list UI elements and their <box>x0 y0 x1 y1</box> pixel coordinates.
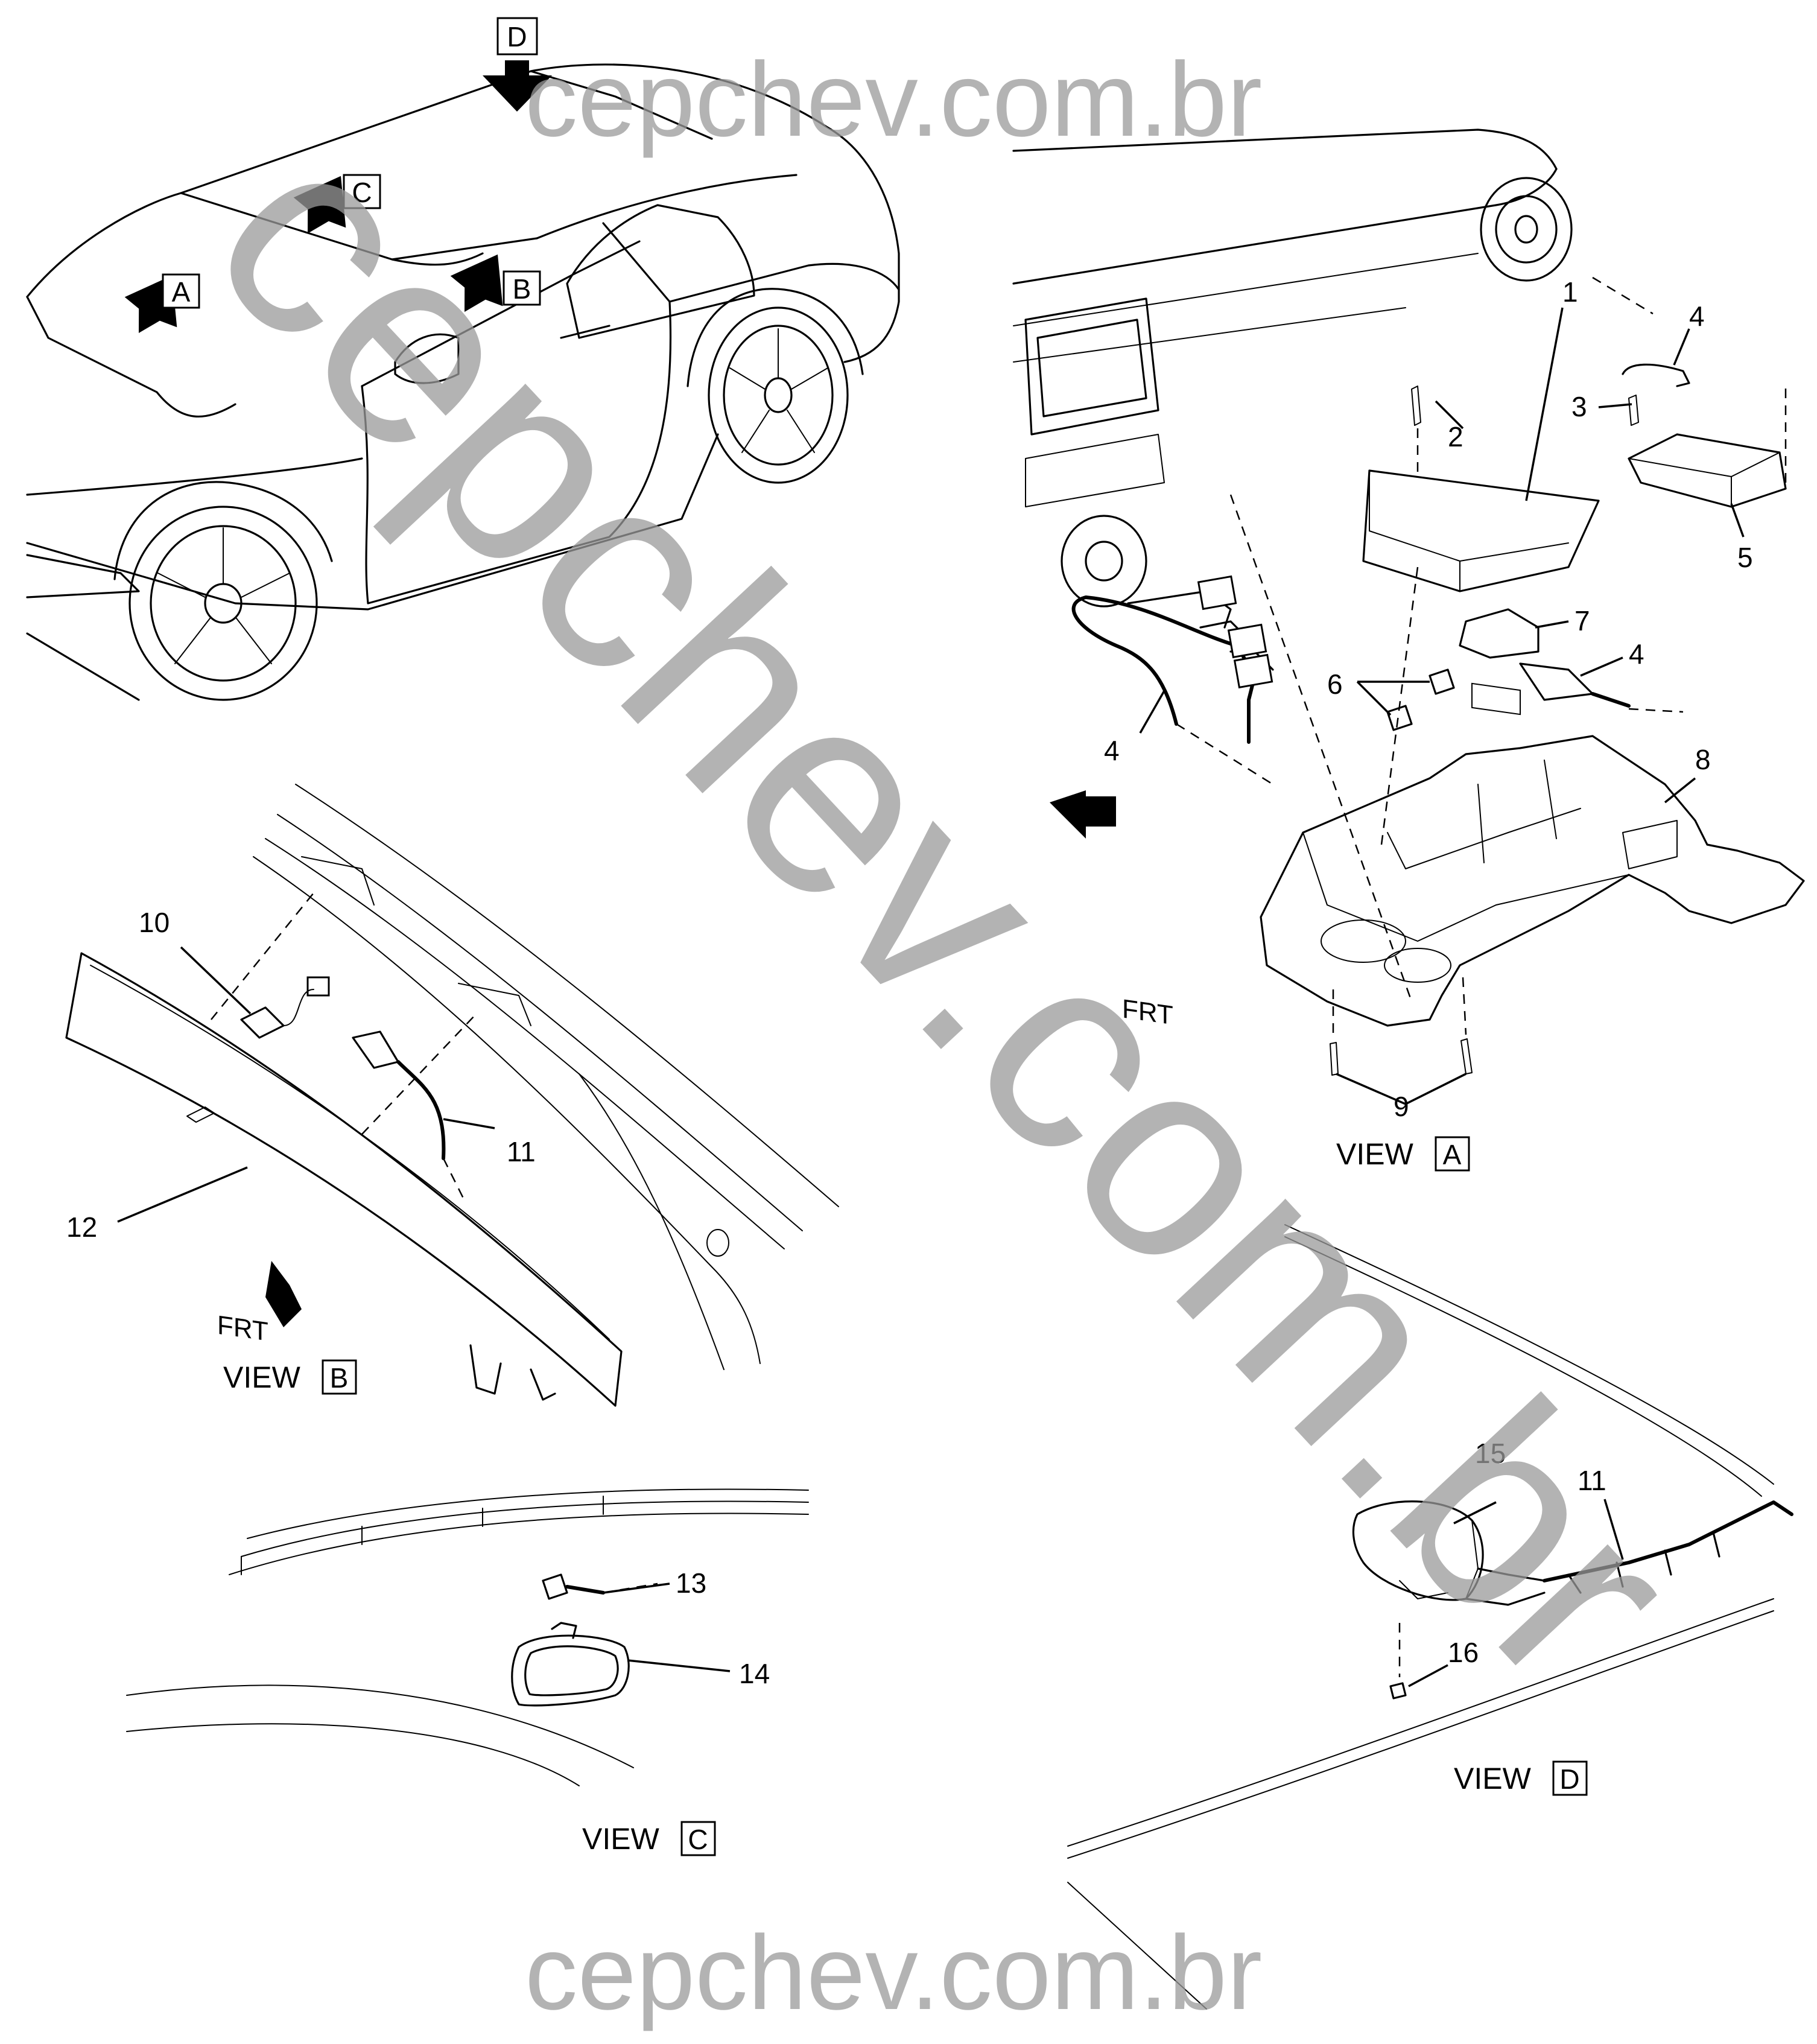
view-arrow-a: A <box>124 273 200 333</box>
frt-indicator-b: FRT <box>217 1261 302 1347</box>
watermark: cepchev.com.br cepchev.com.br cepchev.co… <box>154 41 1737 2032</box>
watermark-diagonal: cepchev.com.br <box>154 78 1737 1744</box>
view-a-diagram: FRT <box>1012 129 1805 1076</box>
down-arrow-icon <box>293 176 346 233</box>
view-c-label: VIEW C <box>582 1821 716 1856</box>
callouts-view-d: 15 11 16 <box>1448 1438 1606 1668</box>
view-arrow-letter: B <box>513 273 531 305</box>
view-arrow-letter: C <box>352 177 372 208</box>
callout-1: 1 <box>1562 276 1578 308</box>
connector-11 <box>352 1030 399 1069</box>
harness-4 <box>1071 575 1274 744</box>
front-direction-arrow-icon <box>1050 790 1116 839</box>
down-arrow-icon <box>450 254 503 312</box>
view-label-letter: C <box>688 1824 708 1855</box>
callouts-view-a: 1 2 3 4 5 6 7 4 4 8 9 <box>1104 276 1753 1122</box>
callout-6: 6 <box>1327 668 1343 700</box>
frt-indicator-a: FRT <box>1050 790 1173 1030</box>
callout-12: 12 <box>66 1211 97 1243</box>
callout-7: 7 <box>1574 605 1590 636</box>
view-label-prefix: VIEW <box>1454 1762 1532 1795</box>
part-7 <box>1459 608 1540 659</box>
leaders-view-a <box>1139 307 1745 1105</box>
front-direction-arrow-icon <box>265 1261 302 1327</box>
down-arrow-icon <box>483 60 552 112</box>
view-a-label: VIEW A <box>1336 1136 1470 1172</box>
clip-6a <box>1429 668 1455 695</box>
module-1 <box>1362 469 1600 716</box>
bolt-3 <box>1628 395 1639 426</box>
view-b-label: VIEW B <box>223 1359 357 1395</box>
view-arrow-letter: D <box>507 21 527 52</box>
module-5 <box>1628 433 1787 508</box>
console-bracket-8 <box>1260 735 1805 1027</box>
leaders-view-b <box>117 946 495 1223</box>
view-arrow-d: D <box>483 17 552 112</box>
leaders-view-c <box>603 1582 731 1672</box>
bolt-2 <box>1411 386 1421 426</box>
callout-13: 13 <box>676 1567 706 1599</box>
bolt-9a <box>1330 1042 1339 1076</box>
callout-4: 4 <box>1689 300 1705 332</box>
callout-15: 15 <box>1475 1438 1506 1469</box>
view-arrow-letter: A <box>172 276 191 308</box>
view-c-diagram <box>126 1488 809 1786</box>
callouts-view-b: 10 11 12 <box>66 907 536 1243</box>
view-label-letter: B <box>330 1362 349 1394</box>
vehicle-overview <box>26 63 900 701</box>
callout-11: 11 <box>1578 1465 1606 1496</box>
callout-5: 5 <box>1737 542 1753 573</box>
callout-4: 4 <box>1629 638 1644 670</box>
cable-11 <box>1399 1500 1793 1606</box>
view-d-label: VIEW D <box>1454 1760 1588 1796</box>
view-label-prefix: VIEW <box>1336 1137 1414 1171</box>
view-label-prefix: VIEW <box>582 1822 660 1856</box>
callout-4: 4 <box>1104 735 1120 766</box>
view-label-letter: A <box>1443 1139 1462 1170</box>
callouts-view-c: 13 14 <box>676 1567 770 1689</box>
leaders-view-d <box>1408 1499 1624 1687</box>
view-d-diagram <box>1067 1224 1793 2010</box>
frt-label: FRT <box>217 1310 268 1347</box>
front-wheel <box>113 481 333 701</box>
callout-16: 16 <box>1448 1637 1479 1668</box>
callout-9: 9 <box>1394 1091 1409 1122</box>
view-arrow-c: C <box>293 174 381 233</box>
callout-10: 10 <box>139 907 170 938</box>
rearview-mirror-14 <box>511 1622 630 1707</box>
callout-2: 2 <box>1448 421 1463 452</box>
view-label-letter: D <box>1559 1763 1579 1795</box>
rear-wheel <box>687 288 864 484</box>
callout-8: 8 <box>1695 744 1711 775</box>
view-arrow-b: B <box>450 254 541 312</box>
watermark-top: cepchev.com.br <box>525 41 1262 159</box>
view-b-diagram: FRT <box>65 784 839 1407</box>
clip-13 <box>542 1573 568 1600</box>
view-label-prefix: VIEW <box>223 1360 301 1394</box>
callout-11: 11 <box>507 1136 536 1167</box>
bolt-9b <box>1460 1038 1473 1074</box>
watermark-bottom: cepchev.com.br <box>525 1914 1262 2032</box>
pillar-trim-12 <box>65 952 623 1407</box>
callout-14: 14 <box>739 1658 770 1689</box>
nut-16 <box>1389 1682 1407 1700</box>
frt-label: FRT <box>1122 994 1173 1031</box>
callout-3: 3 <box>1571 391 1587 422</box>
